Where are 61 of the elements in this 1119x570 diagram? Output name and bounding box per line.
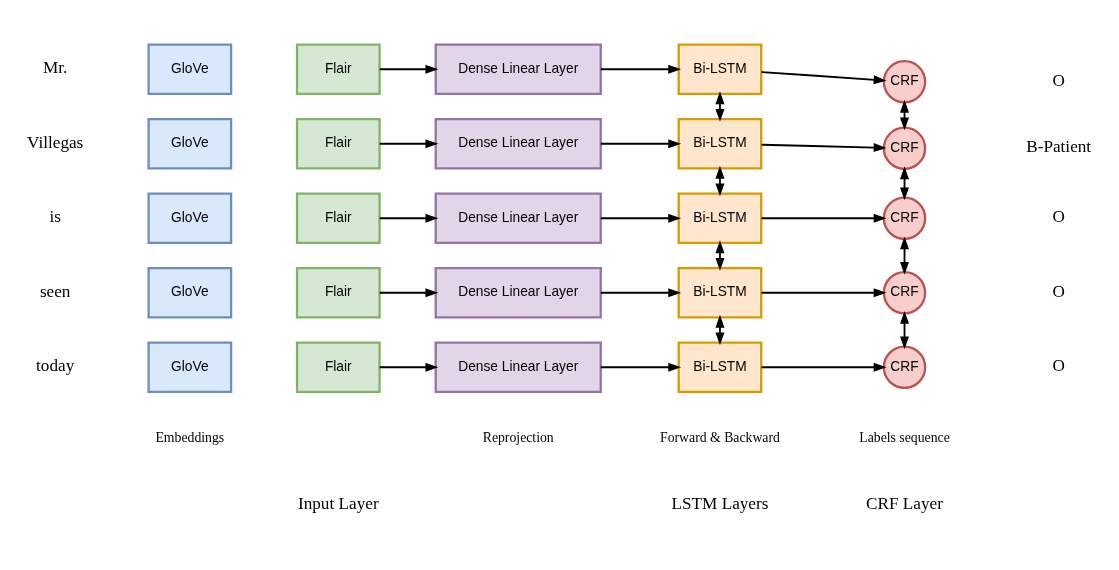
arrow bbox=[599, 64, 682, 74]
node-box: Bi-LSTM bbox=[677, 266, 763, 319]
arrow bbox=[378, 288, 439, 298]
node-box: GloVe bbox=[147, 117, 233, 170]
arrow bbox=[760, 213, 887, 223]
arrow bbox=[715, 240, 725, 271]
arrow bbox=[760, 288, 887, 298]
label: today bbox=[36, 356, 75, 376]
label: seen bbox=[39, 281, 71, 301]
label: CRF Layer bbox=[866, 493, 943, 513]
label: Input Layer bbox=[297, 493, 379, 513]
label: Labels sequence bbox=[859, 429, 950, 445]
node-box: Flair bbox=[295, 341, 381, 394]
node-box: Dense Linear Layer bbox=[434, 192, 602, 245]
arrow bbox=[715, 91, 725, 122]
arrow bbox=[599, 139, 682, 149]
node-circle: CRF bbox=[882, 345, 927, 389]
label: LSTM Layers bbox=[671, 493, 769, 513]
label: Reprojection bbox=[482, 429, 554, 445]
label: B-Patient bbox=[1026, 137, 1092, 157]
label: O bbox=[1052, 70, 1065, 90]
arrow bbox=[378, 139, 439, 149]
label: Forward & Backward bbox=[660, 429, 780, 445]
label: O bbox=[1052, 281, 1065, 301]
arrow bbox=[599, 288, 682, 298]
node-box: Dense Linear Layer bbox=[434, 43, 602, 95]
node-box: Bi-LSTM bbox=[677, 43, 763, 95]
label: is bbox=[49, 207, 61, 227]
label: Embeddings bbox=[155, 429, 225, 445]
node-circle: CRF bbox=[882, 196, 927, 240]
node-circle: CRF bbox=[882, 270, 927, 315]
node-box: Dense Linear Layer bbox=[434, 117, 602, 170]
arrow bbox=[760, 362, 887, 372]
arrow bbox=[760, 71, 887, 85]
node-box: Dense Linear Layer bbox=[434, 266, 602, 319]
arrow bbox=[599, 213, 682, 223]
arrow bbox=[378, 362, 439, 372]
node-box: Bi-LSTM bbox=[677, 117, 763, 170]
node-circle: CRF bbox=[882, 126, 927, 171]
node-box: GloVe bbox=[147, 43, 233, 95]
node-box: Flair bbox=[295, 117, 381, 170]
node-box: Flair bbox=[295, 192, 381, 245]
node-box: Dense Linear Layer bbox=[434, 341, 602, 394]
node-box: GloVe bbox=[147, 192, 233, 245]
node-circle: CRF bbox=[882, 60, 927, 104]
arrow bbox=[715, 314, 725, 346]
node-box: GloVe bbox=[147, 266, 233, 319]
label: O bbox=[1052, 356, 1065, 376]
label: Mr. bbox=[42, 58, 68, 78]
label: Villegas bbox=[27, 132, 84, 152]
label: O bbox=[1052, 207, 1065, 227]
arrow bbox=[715, 165, 725, 197]
node-box: Bi-LSTM bbox=[677, 192, 763, 245]
arrow bbox=[599, 362, 682, 372]
arrow bbox=[760, 143, 887, 153]
node-box: GloVe bbox=[147, 341, 233, 394]
arrow bbox=[378, 213, 439, 223]
node-box: Flair bbox=[295, 266, 381, 319]
arrow bbox=[378, 64, 439, 74]
node-box: Bi-LSTM bbox=[677, 341, 763, 394]
node-box: Flair bbox=[295, 43, 381, 95]
